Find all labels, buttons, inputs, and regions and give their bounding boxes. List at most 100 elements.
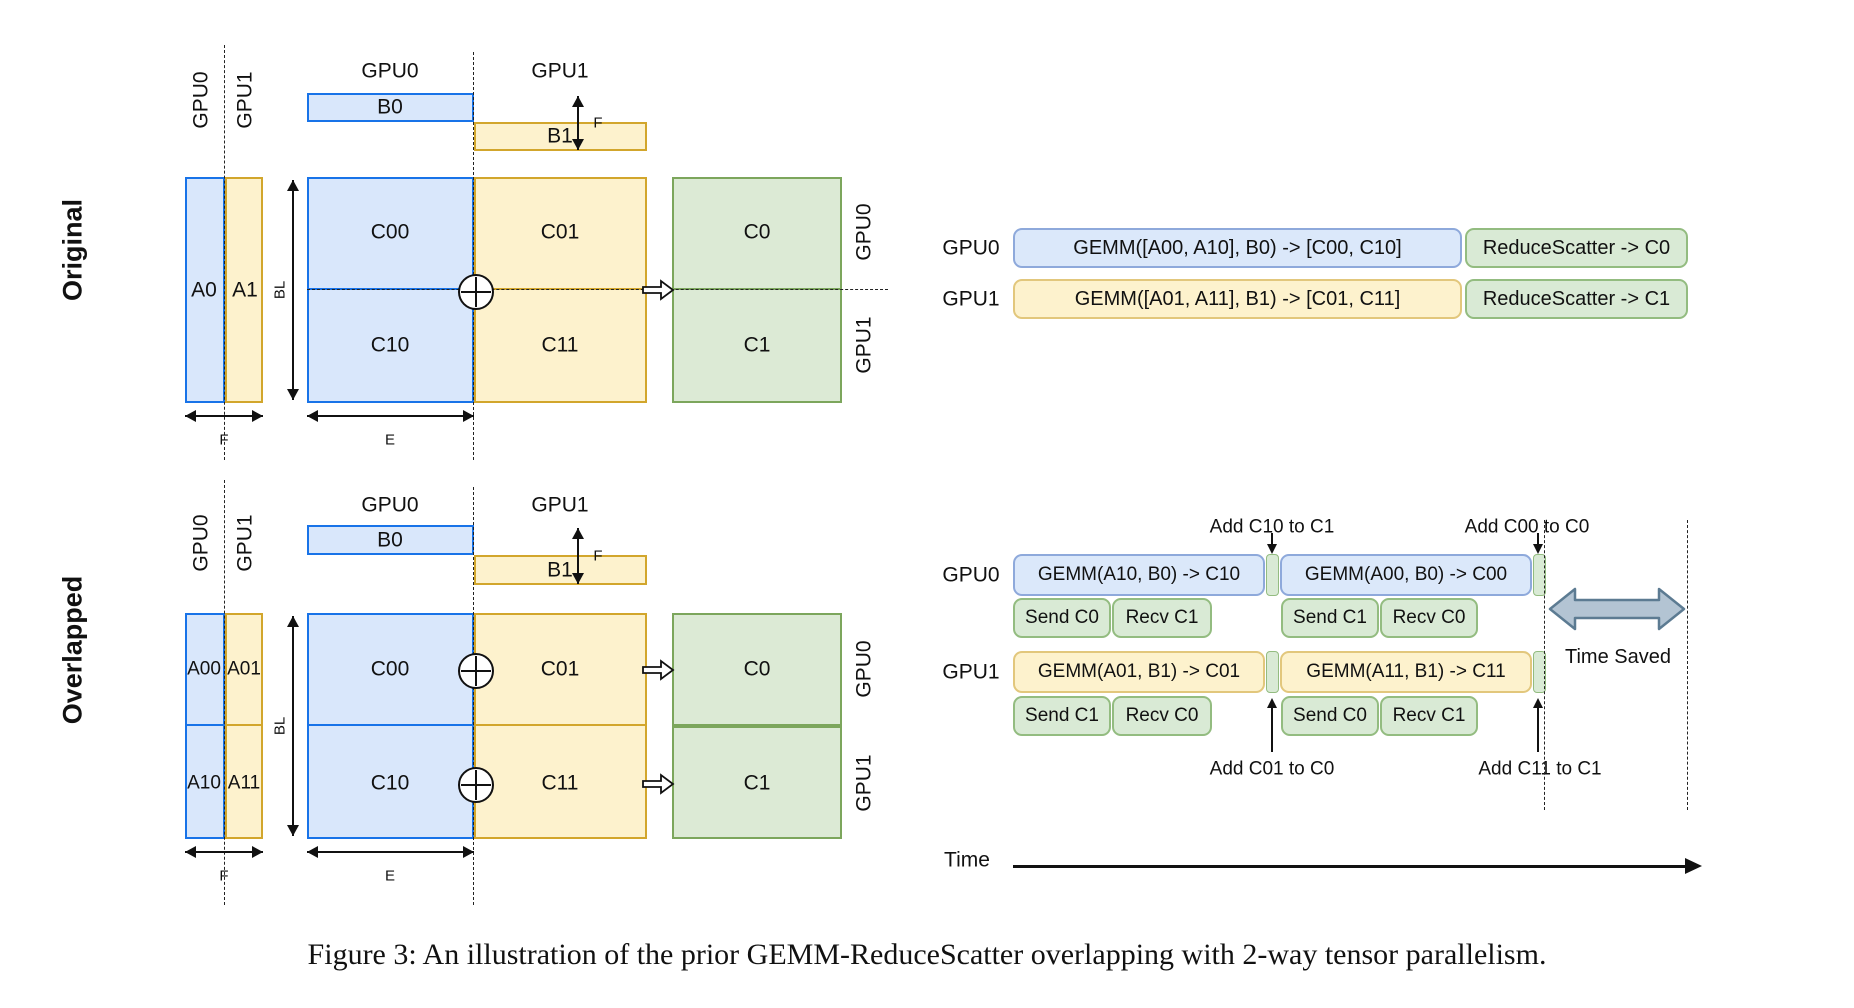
overlapped-gpu1-add-sliver [1533,651,1546,693]
overlapped-out-c1-label: C1 [743,771,771,795]
original-b-gpu1-label: GPU1 [531,59,589,83]
down-arrow-icon [1533,533,1543,554]
original-f-bottom-dim-arrow [185,410,263,422]
original-c10-cell [307,288,474,403]
original-c01-label: C01 [540,220,580,244]
overlapped-out-c0-label: C0 [743,657,771,681]
overlapped-c11-label: C11 [541,771,579,795]
overlapped-e-dim-arrow [307,846,474,858]
overlapped-f-dim-label: F [593,547,603,565]
overlapped-c10-cell [307,724,474,839]
overlapped-gpu0-comm-box: Recv C1 [1112,598,1212,638]
original-timeline-gpu1-label: GPU1 [942,287,1000,311]
overlapped-gpu-split-vline [224,480,225,905]
overlapped-b1-label: B1 [547,558,573,582]
overlapped-c10-label: C10 [370,771,410,795]
original-out-c1-label: C1 [743,333,771,357]
original-a1-cell [225,177,263,403]
original-c-split-vline [473,52,474,460]
original-out-gpu0-label: GPU0 [852,203,876,261]
overlapped-a10-label: A10 [187,772,221,794]
original-e-dim-label: E [384,431,396,449]
original-row-label: Original [57,198,88,302]
original-timeline-gpu0-label: GPU0 [942,236,1000,260]
overlapped-f-bottom-dim-arrow [185,846,263,858]
overlapped-c11-cell [474,724,647,839]
overlapped-a01-cell [225,613,263,726]
annotation-add-c10-to-c1: Add C10 to C1 [1209,516,1335,538]
original-b0-cell [307,93,474,122]
annotation-add-c01-to-c0: Add C01 to C0 [1209,758,1335,780]
annotation-add-c11-to-c1: Add C11 to C1 [1478,758,1602,780]
overlapped-e-dim-label: E [384,867,396,885]
original-c11-label: C11 [541,333,579,357]
overlapped-c-split-vline [473,487,474,905]
overlapped-gpu1-comm-box: Recv C0 [1112,696,1212,736]
original-bl-dim-label: BL [271,280,289,300]
time-saved-left-vline [1544,520,1545,810]
overlapped-gpu0-comm-box: Send C1 [1281,598,1379,638]
original-a-gpu1-label: GPU1 [233,71,257,129]
time-saved-arrow-icon [1548,587,1686,631]
original-out-gpu1-label: GPU1 [852,316,876,374]
overlapped-gpu0-add-sliver [1266,554,1279,596]
add-circle-icon [458,653,494,689]
original-a-gpu0-label: GPU0 [189,71,213,129]
time-axis-arrowhead-icon [1685,858,1702,874]
original-a0-label: A0 [191,278,217,302]
time-axis-label: Time [944,848,990,872]
overlapped-gpu1-add-sliver [1266,651,1279,693]
overlapped-c01-label: C01 [540,657,580,681]
add-circle-icon [458,274,494,310]
down-arrow-icon [1267,533,1277,554]
original-c00-cell [307,177,474,290]
time-saved-label: Time Saved [1565,646,1671,668]
overlapped-c00-label: C00 [370,657,410,681]
overlapped-gpu1-gemm2-box: GEMM(A11, B1) -> C11 [1280,651,1532,693]
original-gpu0-reduce-box: ReduceScatter -> C0 [1465,228,1688,268]
original-out-c0-cell [672,177,842,290]
up-arrow-icon [1533,698,1543,752]
add-circle-icon [458,767,494,803]
overlapped-bl-dim-arrow [287,616,299,836]
overlapped-a-gpu0-label: GPU0 [189,514,213,572]
overlapped-row-label: Overlapped [57,575,88,725]
overlapped-b0-label: B0 [377,528,403,552]
overlapped-timeline-gpu1-label: GPU1 [942,660,1000,684]
original-b1-label: B1 [547,124,573,148]
overlapped-a-gpu1-label: GPU1 [233,514,257,572]
time-saved-right-vline [1687,520,1688,810]
overlapped-a01-label: A01 [227,658,261,680]
overlapped-out-gpu0-label: GPU0 [852,640,876,698]
overlapped-a11-label: A11 [227,772,261,794]
overlapped-b-gpu1-label: GPU1 [531,493,589,517]
overlapped-f-dim-arrow [572,528,584,584]
overlapped-gpu1-gemm1-box: GEMM(A01, B1) -> C01 [1013,651,1265,693]
original-gpu1-gemm-box: GEMM([A01, A11], B1) -> [C01, C11] [1013,279,1462,319]
original-mid-hline [307,289,888,290]
hollow-right-arrow-icon [642,773,675,795]
overlapped-timeline-gpu0-label: GPU0 [942,563,1000,587]
overlapped-gpu1-comm-box: Send C0 [1281,696,1379,736]
overlapped-bl-dim-label: BL [271,716,289,736]
overlapped-gpu0-gemm2-box: GEMM(A00, B0) -> C00 [1280,554,1532,596]
overlapped-f-bottom-dim-label: F [219,867,229,885]
original-c10-label: C10 [370,333,410,357]
annotation-add-c00-to-c0: Add C00 to C0 [1464,516,1590,538]
original-c01-cell [474,177,647,290]
overlapped-gpu0-add-sliver [1533,554,1546,596]
overlapped-c00-cell [307,613,474,726]
original-gpu1-reduce-box: ReduceScatter -> C1 [1465,279,1688,319]
original-f-bottom-dim-label: F [219,431,229,449]
overlapped-b-gpu0-label: GPU0 [361,493,419,517]
original-gpu0-gemm-box: GEMM([A00, A10], B0) -> [C00, C10] [1013,228,1462,268]
overlapped-gpu1-comm-box: Send C1 [1013,696,1111,736]
hollow-right-arrow-icon [642,659,675,681]
overlapped-a11-cell [225,724,263,839]
hollow-right-arrow-icon [642,279,675,301]
original-bl-dim-arrow [287,180,299,400]
original-b-gpu0-label: GPU0 [361,59,419,83]
overlapped-b1-cell [474,555,647,585]
overlapped-a00-label: A00 [187,658,221,680]
